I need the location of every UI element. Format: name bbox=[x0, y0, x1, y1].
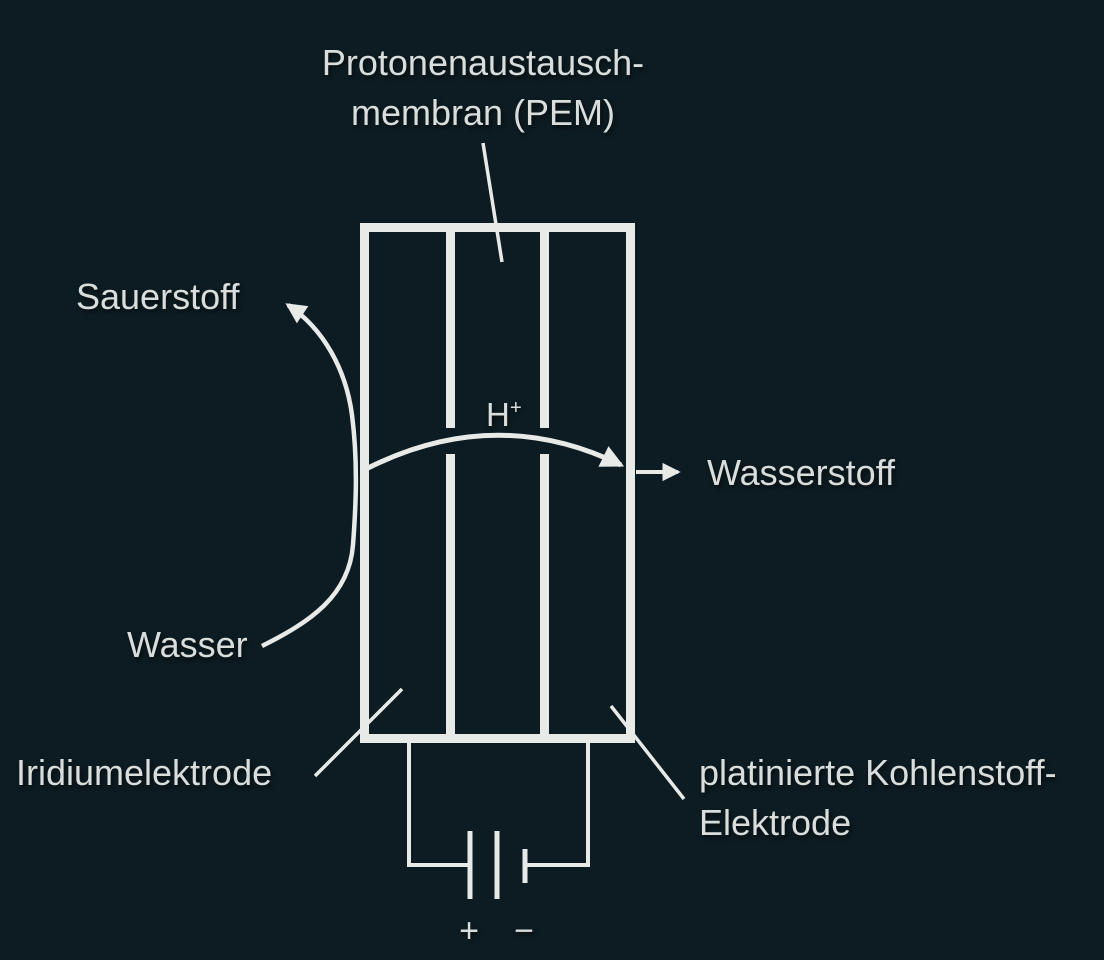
hydrogen-label: Wasserstoff bbox=[707, 452, 896, 493]
cathode-label-line1: platinierte Kohlenstoff- bbox=[699, 752, 1057, 793]
battery-minus-sign: − bbox=[514, 912, 534, 950]
anode-leader-line bbox=[313, 687, 404, 778]
cathode-leader-line bbox=[609, 704, 686, 801]
water-label: Wasser bbox=[127, 624, 248, 665]
proton-label: H+ bbox=[486, 386, 522, 437]
proton-flow-arrow bbox=[366, 432, 625, 471]
anode-label: Iridiumelektrode bbox=[16, 752, 273, 793]
battery-wire-left bbox=[407, 743, 468, 867]
electrolysis-cell-outline bbox=[360, 223, 635, 743]
battery-circuit bbox=[407, 743, 590, 899]
oxygen-label: Sauerstoff bbox=[76, 276, 240, 317]
proton-symbol: H bbox=[486, 396, 510, 433]
pem-label-line1: Protonenaustausch- bbox=[321, 42, 645, 83]
water-oxygen-flow-arrow bbox=[260, 303, 359, 649]
proton-charge: + bbox=[509, 396, 522, 419]
cell-outer-frame bbox=[360, 223, 635, 743]
pem-label: Protonenaustausch- membran (PEM) bbox=[283, 38, 683, 138]
cathode-label-line2: Elektrode bbox=[699, 802, 852, 843]
battery-plus-sign: + bbox=[459, 912, 479, 950]
pem-leader-line bbox=[481, 142, 504, 263]
cathode-label: platinierte Kohlenstoff- Elektrode bbox=[699, 748, 1057, 848]
pem-label-line2: membran (PEM) bbox=[350, 92, 616, 133]
battery-wire-right bbox=[527, 743, 590, 867]
